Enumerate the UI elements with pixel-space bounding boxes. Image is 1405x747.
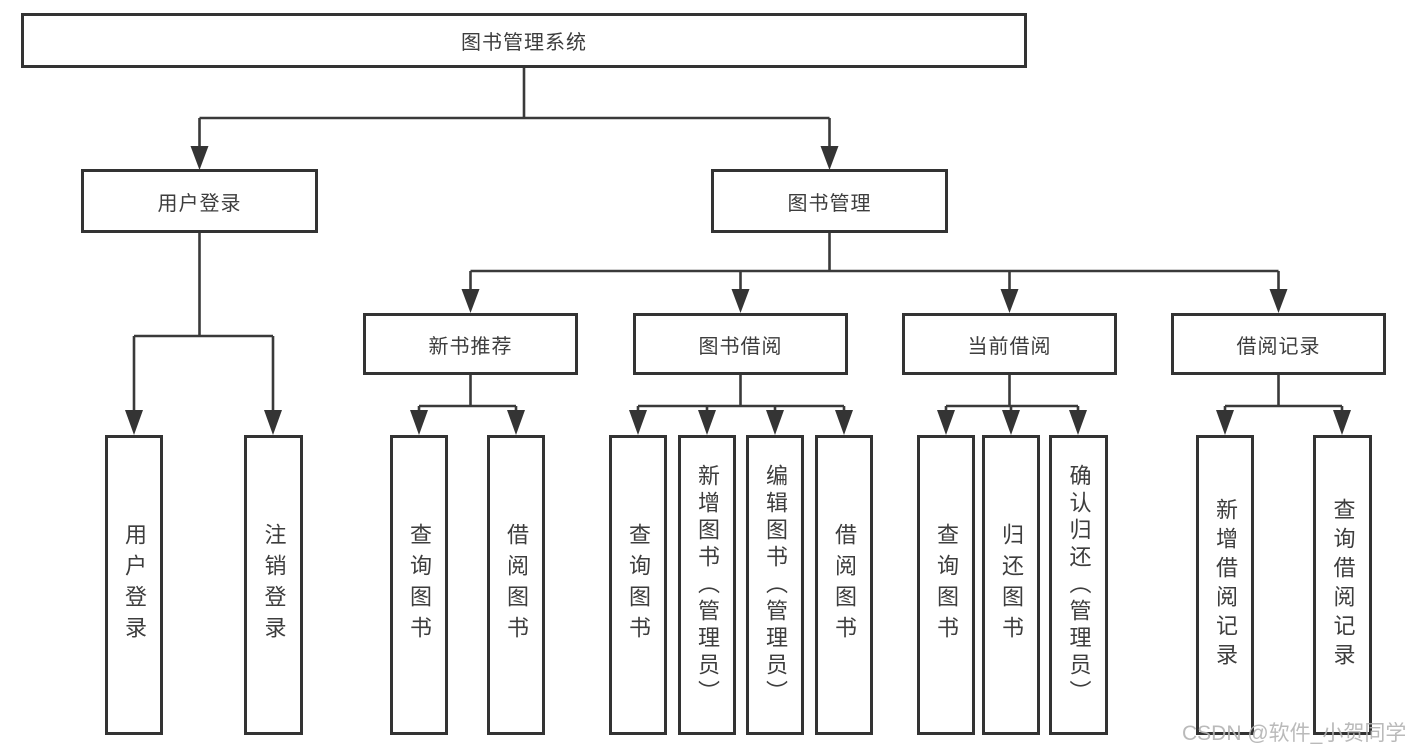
node-current-borrowing: 当前借阅: [902, 313, 1117, 375]
connector-new-book-branch: [410, 375, 525, 435]
node-leaf-query-borrow-record: 查询借阅记录: [1313, 435, 1372, 735]
node-label: 查询图书: [407, 523, 432, 647]
node-leaf-add-books-admin: 新增图书（管理员）: [678, 435, 736, 735]
node-leaf-query-books-2: 查询图书: [609, 435, 667, 735]
node-label: 查询借阅记录: [1330, 498, 1356, 672]
connector-book-borrow-branch: [629, 375, 853, 435]
node-label: 新增借阅记录: [1213, 498, 1238, 672]
node-leaf-borrow-books-1: 借阅图书: [487, 435, 545, 735]
node-leaf-return-books: 归还图书: [982, 435, 1040, 735]
connector-current-borrow-branch: [937, 375, 1087, 435]
connector-borrow-record-branch: [1216, 375, 1351, 435]
node-leaf-query-books-1: 查询图书: [390, 435, 448, 735]
node-label: 查询图书: [626, 523, 651, 647]
node-leaf-add-borrow-record: 新增借阅记录: [1196, 435, 1254, 735]
node-label: 新增图书（管理员）: [695, 463, 720, 707]
node-root-library-system: 图书管理系统: [21, 13, 1027, 68]
node-label: 借阅记录: [1236, 335, 1321, 358]
node-label: 查询图书: [934, 523, 959, 647]
node-user-login: 用户登录: [81, 169, 318, 233]
node-book-borrowing: 图书借阅: [633, 313, 848, 375]
node-label: 图书借阅: [698, 335, 783, 358]
node-label: 确认归还（管理员）: [1066, 463, 1092, 707]
node-label: 编辑图书（管理员）: [763, 463, 788, 707]
node-label: 用户登录: [122, 523, 147, 647]
node-book-management: 图书管理: [711, 169, 948, 233]
node-label: 新书推荐: [428, 335, 513, 358]
connector-user-login-branch: [125, 233, 282, 435]
node-label: 当前借阅: [967, 335, 1052, 358]
node-leaf-edit-books-admin: 编辑图书（管理员）: [746, 435, 804, 735]
node-leaf-user-login: 用户登录: [105, 435, 163, 735]
connector-root-to-level2: [190, 68, 839, 170]
node-new-book-recommend: 新书推荐: [363, 313, 578, 375]
node-label: 图书管理: [787, 192, 872, 215]
node-label: 归还图书: [999, 523, 1024, 647]
node-label: 注销登录: [261, 523, 287, 647]
node-label: 借阅图书: [832, 523, 857, 647]
node-label: 图书管理系统: [461, 32, 587, 54]
node-label: 用户登录: [157, 192, 242, 215]
node-leaf-logout: 注销登录: [244, 435, 303, 735]
csdn-watermark: CSDN @软件_小贺同学: [1182, 722, 1405, 745]
node-leaf-confirm-return-admin: 确认归还（管理员）: [1049, 435, 1108, 735]
node-leaf-borrow-books-2: 借阅图书: [815, 435, 873, 735]
node-label: 借阅图书: [504, 523, 529, 647]
node-leaf-query-books-3: 查询图书: [917, 435, 975, 735]
connector-book-mgmt-to-level3: [461, 233, 1288, 313]
node-borrowing-records: 借阅记录: [1171, 313, 1386, 375]
